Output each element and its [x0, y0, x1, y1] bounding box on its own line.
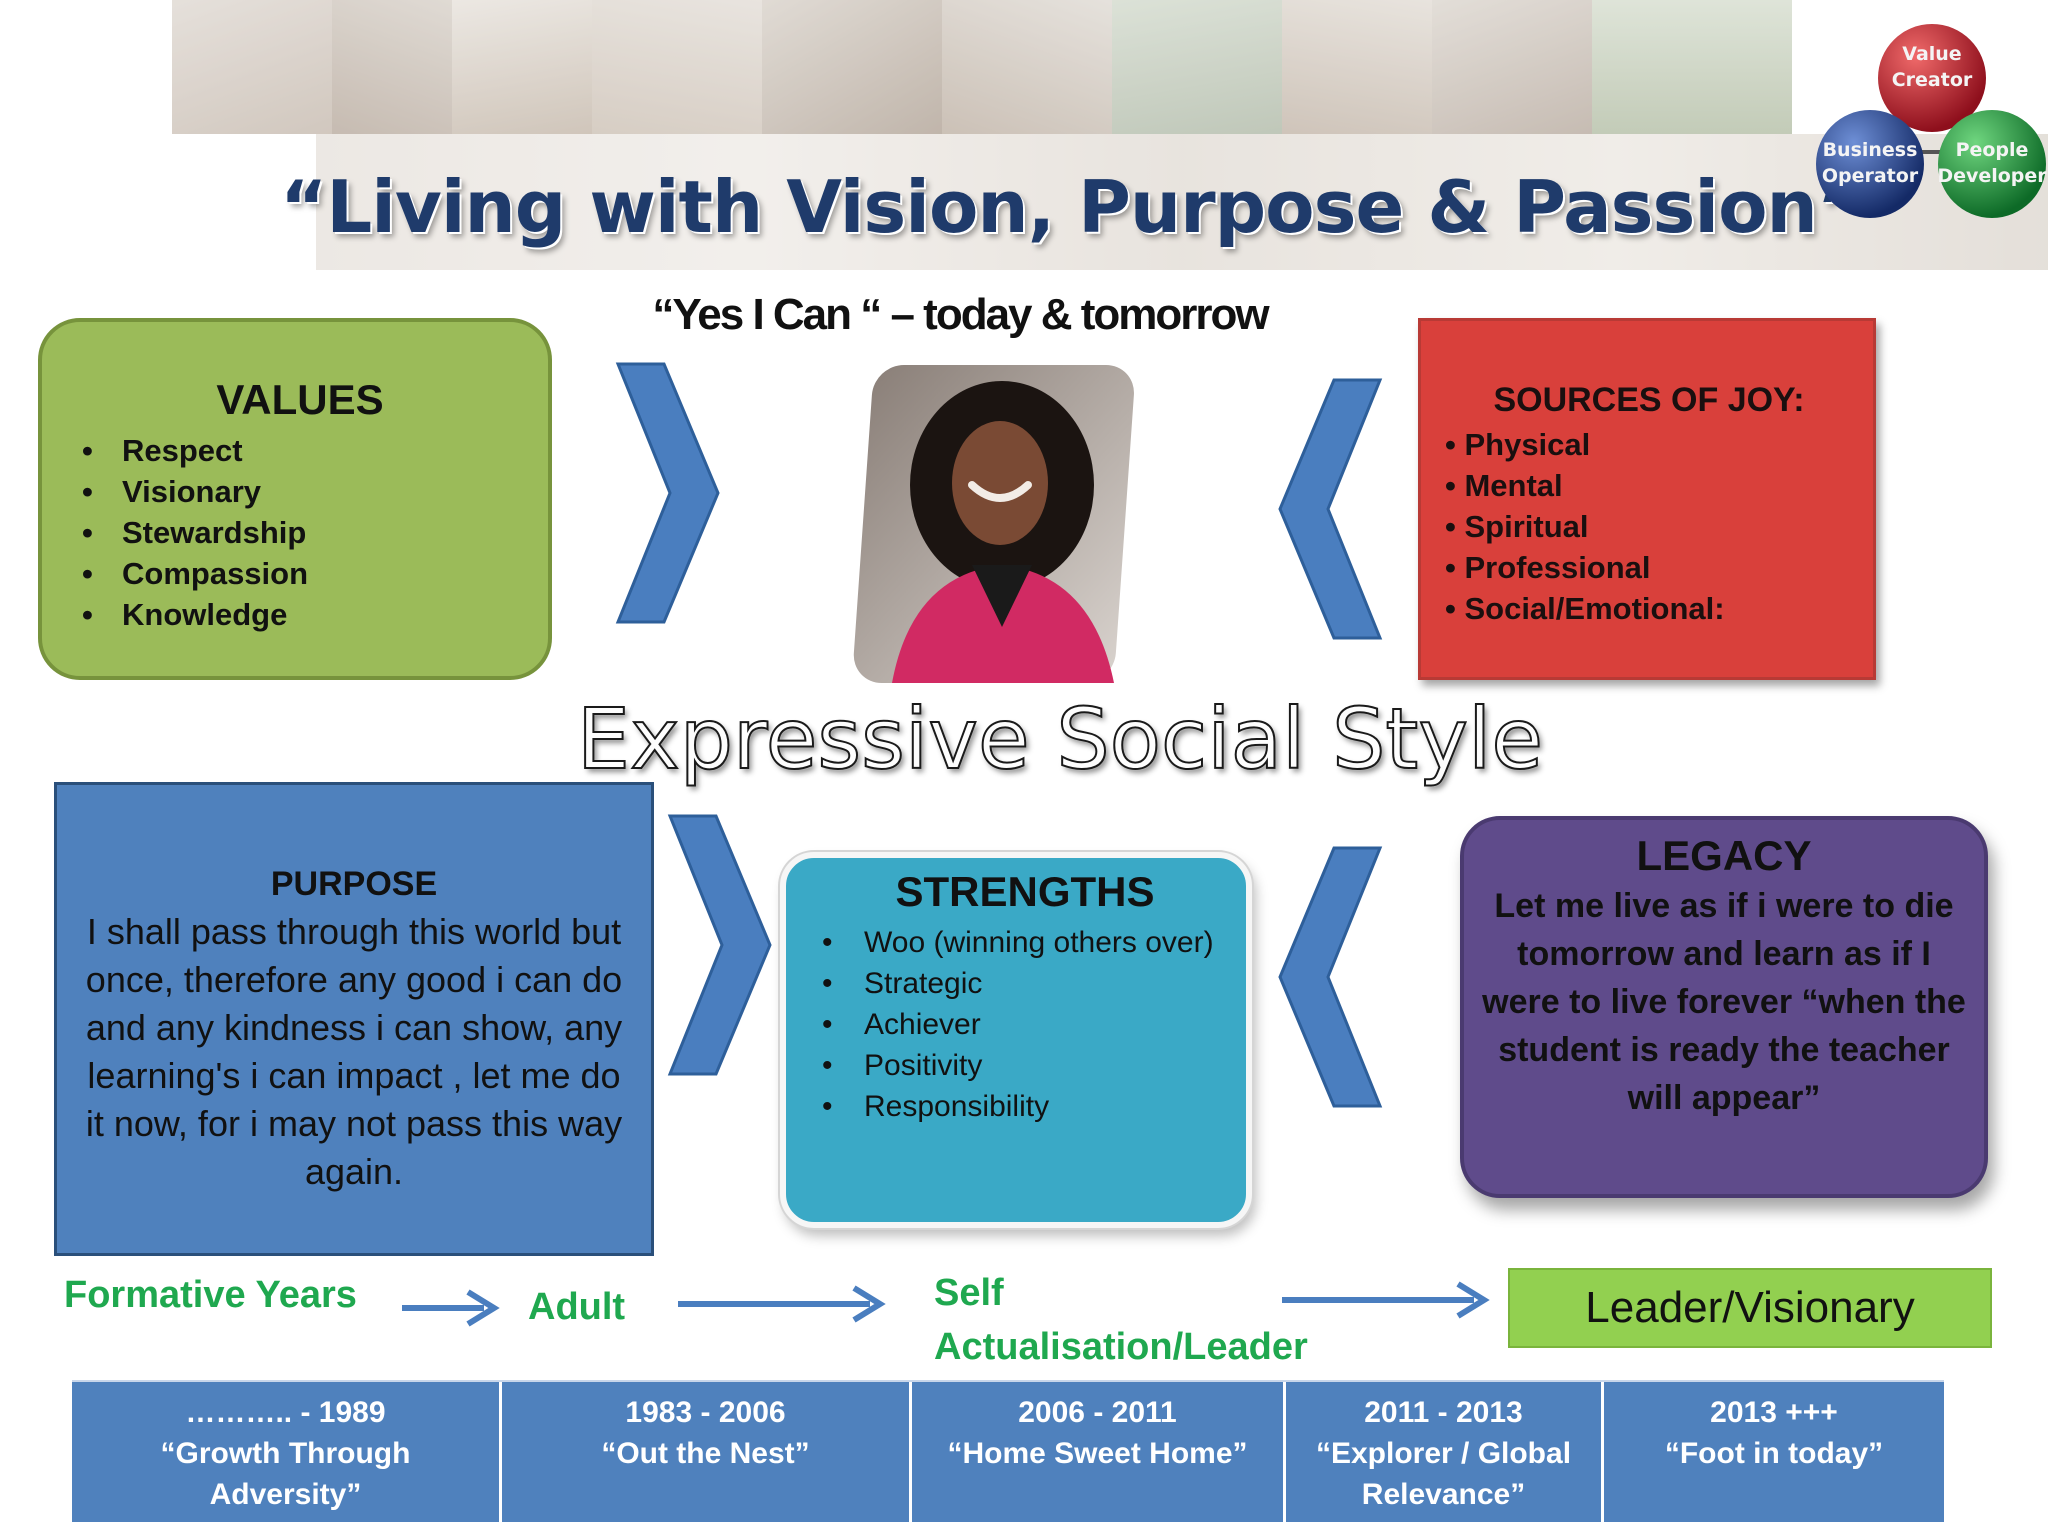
list-item: Strategic	[822, 963, 1228, 1004]
chevron-right-icon	[615, 362, 720, 624]
joy-list: • Physical • Mental • Spiritual • Profes…	[1445, 424, 1853, 629]
social-style-title: Expressive Social Style	[576, 689, 1544, 789]
arrow-right-icon	[402, 1289, 500, 1327]
legacy-heading: LEGACY	[1636, 832, 1812, 879]
collage-photo	[942, 0, 1112, 134]
list-item: • Social/Emotional:	[1445, 591, 1725, 626]
list-item: • Mental	[1445, 468, 1563, 503]
phase-self-actualisation-line2: Actualisation/Leader	[934, 1326, 1308, 1368]
timeline-cell: 1983 - 2006 “Out the Nest”	[502, 1382, 912, 1522]
timeline-cell: 2006 - 2011 “Home Sweet Home”	[912, 1382, 1286, 1522]
list-item: Stewardship	[82, 512, 518, 553]
collage-photo-strip	[316, 134, 2048, 270]
values-heading: VALUES	[216, 376, 384, 423]
phase-leader-visionary: Leader/Visionary	[1508, 1268, 1992, 1348]
chevron-right-icon	[667, 814, 772, 1076]
list-item: Knowledge	[82, 594, 518, 635]
photo-collage-banner	[172, 0, 2048, 270]
sources-of-joy-panel: SOURCES OF JOY: • Physical • Mental • Sp…	[1418, 318, 1876, 680]
timeline-label: Adversity”	[209, 1478, 362, 1511]
list-item: Respect	[82, 430, 518, 471]
tagline: “Yes I Can “ – today & tomorrow	[652, 290, 1269, 339]
joy-heading: SOURCES OF JOY:	[1493, 381, 1805, 419]
timeline-cell: 2013 +++ “Foot in today”	[1604, 1382, 1944, 1522]
purpose-panel: PURPOSE I shall pass through this world …	[54, 782, 654, 1256]
collage-photo	[592, 0, 762, 134]
collage-photo	[1592, 0, 1792, 134]
timeline-label: “Explorer / Global	[1315, 1437, 1572, 1470]
timeline-years: ……….. - 1989	[185, 1396, 386, 1429]
legacy-panel: LEGACY Let me live as if i were to die t…	[1460, 816, 1988, 1198]
arrow-right-icon	[1282, 1281, 1490, 1319]
list-item: Woo (winning others over)	[822, 922, 1228, 963]
purpose-text: I shall pass through this world but once…	[85, 911, 623, 1192]
purpose-heading: PURPOSE	[270, 865, 438, 903]
role-label: Creator	[1892, 69, 1973, 91]
timeline-cell: ……….. - 1989 “Growth Through Adversity”	[72, 1382, 502, 1522]
strengths-panel: STRENGTHS Woo (winning others over) Stra…	[780, 852, 1252, 1228]
list-item: • Professional	[1445, 550, 1651, 585]
timeline-table: ……….. - 1989 “Growth Through Adversity” …	[72, 1380, 1944, 1522]
value-creator-circle	[1878, 24, 1986, 132]
role-label: Developer	[1937, 165, 2047, 187]
timeline-label: “Foot in today”	[1664, 1437, 1884, 1470]
strengths-heading: STRENGTHS	[895, 868, 1155, 915]
list-item: Visionary	[82, 471, 518, 512]
values-panel: VALUES Respect Visionary Stewardship Com…	[38, 318, 552, 680]
strengths-list: Woo (winning others over) Strategic Achi…	[822, 922, 1228, 1127]
collage-photo	[1112, 0, 1282, 134]
phase-self-actualisation-line1: Self	[934, 1272, 1004, 1314]
timeline-label: “Out the Nest”	[601, 1437, 810, 1470]
role-label: Operator	[1822, 165, 1919, 187]
list-item: Responsibility	[822, 1086, 1228, 1127]
values-list: Respect Visionary Stewardship Compassion…	[82, 430, 518, 635]
timeline-label: “Growth Through	[160, 1437, 411, 1470]
timeline-years: 2011 - 2013	[1364, 1396, 1523, 1429]
collage-photo	[1432, 0, 1592, 134]
list-item: • Spiritual	[1445, 509, 1589, 544]
timeline-years: 2013 +++	[1710, 1396, 1838, 1429]
timeline-years: 2006 - 2011	[1018, 1396, 1177, 1429]
role-label: People	[1956, 139, 2029, 161]
business-operator-circle	[1816, 110, 1924, 218]
list-item: Compassion	[82, 553, 518, 594]
arrow-right-icon	[678, 1285, 886, 1323]
chevron-left-icon	[1278, 846, 1383, 1108]
role-label: Value	[1902, 43, 1961, 65]
legacy-text: Let me live as if i were to die tomorrow…	[1482, 887, 1966, 1117]
timeline-years: 1983 - 2006	[625, 1396, 786, 1429]
list-item: Positivity	[822, 1045, 1228, 1086]
role-circles-logo: Value Creator Business Operator People D…	[1816, 24, 2047, 218]
collage-photo	[762, 0, 942, 134]
collage-photo	[172, 0, 332, 134]
collage-photo	[1282, 0, 1432, 134]
people-developer-circle	[1938, 110, 2046, 218]
phase-formative-years: Formative Years	[64, 1274, 357, 1316]
role-label: Business	[1823, 139, 1918, 161]
portrait-photo	[853, 365, 1134, 683]
main-title: “Living with Vision, Purpose & Passion”	[280, 165, 1864, 249]
list-item: Achiever	[822, 1004, 1228, 1045]
timeline-label: “Home Sweet Home”	[947, 1437, 1248, 1470]
timeline-label: Relevance”	[1361, 1478, 1526, 1511]
list-item: • Physical	[1445, 427, 1591, 462]
timeline-cell: 2011 - 2013 “Explorer / Global Relevance…	[1286, 1382, 1604, 1522]
collage-photo	[452, 0, 592, 134]
chevron-left-icon	[1278, 378, 1383, 640]
collage-wash	[172, 0, 2048, 270]
collage-photo	[332, 0, 452, 134]
phase-adult: Adult	[528, 1286, 626, 1328]
